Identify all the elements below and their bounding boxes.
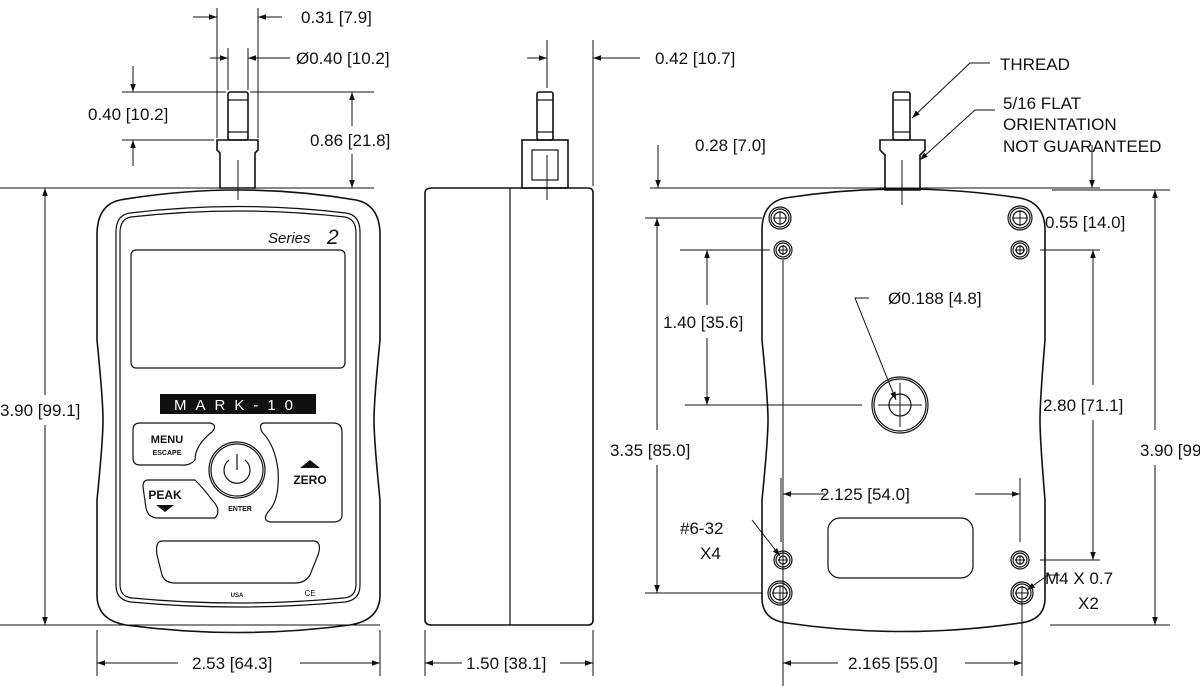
dim-top-offset: 0.28 [7.0] [695, 136, 766, 155]
note-screw-1: #6-32 [680, 519, 723, 538]
label-area [155, 540, 321, 584]
dim-stud-length: 0.40 [10.2] [88, 105, 168, 124]
screw-hole-icon [768, 206, 792, 230]
front-view: Series 2 MARK-10 MENU ESCAPE PEAK ENTER [96, 91, 381, 634]
note-flat-2: ORIENTATION [1003, 115, 1117, 134]
front-stem [216, 91, 259, 200]
screw-hole-icon [1007, 205, 1033, 231]
dim-stem-offset: 0.42 [10.7] [655, 49, 735, 68]
enter-button[interactable]: ENTER [208, 441, 266, 513]
zero-button[interactable]: ZERO [259, 422, 343, 523]
front-dimensions: 0.31 [7.9] Ø0.40 [10.2] 0.40 [10.2] 0.86… [0, 8, 390, 676]
svg-text:PEAK: PEAK [148, 488, 182, 502]
svg-text:ZERO: ZERO [293, 473, 326, 487]
svg-text:ESCAPE: ESCAPE [153, 450, 182, 457]
up-arrow-icon [300, 460, 320, 468]
note-flat-1: 5/16 FLAT [1003, 94, 1081, 113]
back-label-recess [827, 517, 974, 579]
origin-label: USA [231, 593, 244, 599]
dim-hole-offset: 0.55 [14.0] [1045, 213, 1125, 232]
note-metric-2: X2 [1078, 594, 1099, 613]
dim-hole-span-h: 2.125 [54.0] [820, 485, 910, 504]
dim-stem-flat: 0.31 [7.9] [301, 8, 372, 27]
svg-text:MENU: MENU [151, 434, 183, 446]
dim-front-height: 3.90 [99.1] [0, 401, 80, 420]
power-icon [223, 454, 251, 484]
screw-hole-icon [767, 580, 793, 606]
dim-stem-height: 0.86 [21.8] [310, 131, 390, 150]
display-screen [130, 249, 346, 369]
dim-depth: 1.50 [38.1] [466, 654, 546, 673]
note-metric-1: M4 X 0.7 [1045, 569, 1113, 588]
back-view [761, 91, 1046, 633]
side-dimensions: 0.42 [10.7] 1.50 [38.1] [424, 40, 735, 676]
dim-stem-dia: Ø0.40 [10.2] [296, 49, 390, 68]
dim-back-height: 3.90 [99.1] [1140, 441, 1200, 460]
down-arrow-icon [156, 505, 174, 512]
series-number: 2 [326, 226, 339, 249]
dim-hole-span-v2: 2.80 [71.1] [1043, 396, 1123, 415]
dim-center-height: 1.40 [35.6] [663, 313, 743, 332]
side-view [424, 91, 594, 626]
dim-front-width: 2.53 [64.3] [192, 654, 272, 673]
series-label: Series [268, 230, 311, 247]
back-body-outline [761, 188, 1046, 633]
dim-hole-span-v: 3.35 [85.0] [610, 441, 690, 460]
back-dimensions: THREAD 5/16 FLAT ORIENTATION NOT GUARANT… [610, 55, 1200, 686]
front-bezel [115, 205, 361, 608]
svg-text:ENTER: ENTER [228, 506, 252, 513]
mark-10-logo: MARK-10 [160, 394, 316, 414]
screw-hole-icon [1010, 550, 1030, 570]
menu-button[interactable]: MENU ESCAPE [132, 422, 216, 466]
ce-mark: CE [304, 589, 315, 598]
note-screw-2: X4 [700, 544, 721, 563]
note-thread: THREAD [1000, 55, 1070, 74]
note-flat-3: NOT GUARANTEED [1003, 137, 1161, 156]
dim-center-hole: Ø0.188 [4.8] [888, 289, 982, 308]
dim-hole-span-h2: 2.165 [55.0] [848, 654, 938, 673]
center-mount-hole [871, 376, 929, 434]
screw-hole-icon [773, 240, 793, 260]
svg-text:MARK-10: MARK-10 [174, 397, 302, 414]
peak-button[interactable]: PEAK [142, 479, 219, 519]
screw-hole-icon [1010, 240, 1030, 260]
